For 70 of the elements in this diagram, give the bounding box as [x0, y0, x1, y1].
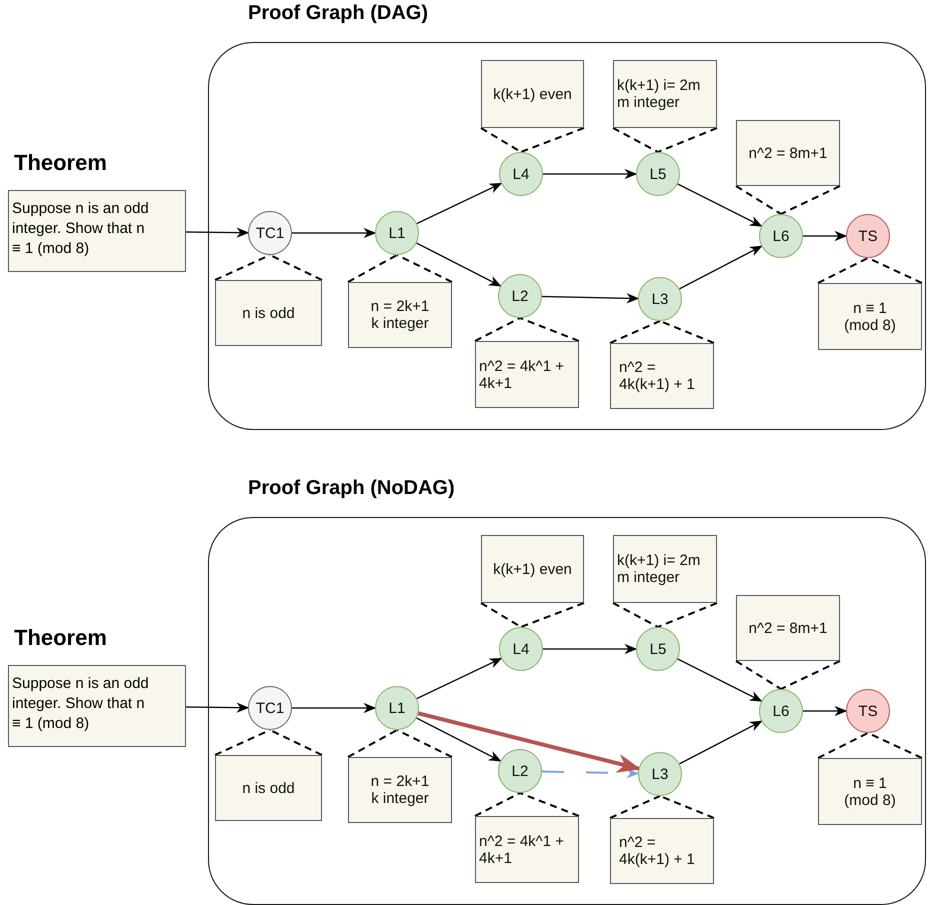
- arrow: [186, 702, 250, 713]
- callout-box: n^2 = 4k(k+1) + 1: [610, 818, 714, 884]
- proof-step-circle: L3: [638, 752, 682, 796]
- callout-pointer: [474, 317, 580, 342]
- callout-box: k(k+1) even: [481, 535, 584, 603]
- arrow: [416, 658, 502, 700]
- theorem-statement: Suppose n is an odd integer. Show that n ≡ 1 (mod 8): [8, 665, 186, 747]
- arrow: [292, 702, 376, 714]
- arrow: [677, 658, 762, 702]
- arrow: [803, 706, 848, 716]
- callout-box: n is odd: [215, 755, 322, 821]
- callout-pointer: [612, 127, 718, 153]
- callout-pointer: [480, 127, 585, 153]
- panel-title: Proof Graph (DAG): [248, 2, 428, 25]
- proof-step-circle: L6: [759, 214, 803, 258]
- proof-step-circle: L1: [375, 686, 419, 730]
- callout-box: n ≡ 1 (mod 8): [818, 758, 922, 825]
- arrow: [416, 242, 502, 287]
- callout-box: n is odd: [215, 280, 322, 346]
- panel-title: Proof Graph (NoDAG): [248, 477, 455, 500]
- callout-pointer: [817, 257, 923, 284]
- proof-step-circle: L1: [375, 211, 419, 255]
- proof-step-circle: TC1: [248, 686, 292, 730]
- arrow: [679, 720, 763, 764]
- callout-pointer: [480, 602, 585, 628]
- proof-step-circle: TS: [846, 689, 890, 733]
- callout-box: k(k+1) i= 2m m integer: [613, 535, 717, 603]
- callout-pointer: [474, 792, 580, 817]
- callout-box: n^2 = 8m+1: [736, 595, 840, 661]
- proof-step-circle: L3: [638, 277, 682, 321]
- arrow: [292, 228, 376, 238]
- callout-pointer: [347, 729, 453, 758]
- arrow: [542, 293, 640, 304]
- callout-box: k(k+1) even: [481, 60, 584, 128]
- callout-pointer: [609, 795, 715, 819]
- proof-step-circle: L5: [636, 627, 680, 671]
- arrow: [418, 711, 641, 773]
- theorem-heading: Theorem: [14, 150, 107, 176]
- arrow: [543, 168, 638, 180]
- proof-step-circle: L4: [499, 627, 543, 671]
- arrow: [677, 183, 762, 227]
- callout-pointer: [347, 254, 453, 283]
- callout-box: n^2 = 8m+1: [736, 120, 840, 186]
- callout-pointer: [609, 320, 715, 344]
- callout-pointer: [735, 660, 841, 690]
- arrow: [186, 228, 250, 238]
- proof-step-circle: L6: [759, 689, 803, 733]
- arrow: [543, 644, 638, 654]
- callout-box: n ≡ 1 (mod 8): [818, 283, 922, 350]
- proof-step-circle: L5: [636, 152, 680, 196]
- proof-step-circle: L4: [499, 152, 543, 196]
- callout-box: n^2 = 4k^1 + 4k+1: [475, 341, 579, 408]
- callout-pointer: [817, 732, 923, 759]
- proof-step-circle: TS: [846, 214, 890, 258]
- callout-box: n^2 = 4k(k+1) + 1: [610, 343, 714, 409]
- callout-pointer: [612, 602, 718, 628]
- arrow: [679, 246, 763, 290]
- proof-step-circle: TC1: [248, 211, 292, 255]
- arrow: [416, 717, 502, 762]
- callout-box: n^2 = 4k^1 + 4k+1: [475, 816, 579, 883]
- callout-box: n = 2k+1 k integer: [348, 757, 452, 823]
- callout-box: k(k+1) i= 2m m integer: [613, 60, 717, 128]
- proof-step-circle: L2: [498, 274, 542, 318]
- theorem-statement: Suppose n is an odd integer. Show that n ≡ 1 (mod 8): [8, 190, 186, 272]
- callout-pointer: [735, 185, 841, 215]
- callout-box: n = 2k+1 k integer: [348, 282, 452, 348]
- arrow: [416, 182, 502, 224]
- arrow: [803, 230, 848, 242]
- proof-step-circle: L2: [498, 749, 542, 793]
- theorem-heading: Theorem: [14, 625, 107, 651]
